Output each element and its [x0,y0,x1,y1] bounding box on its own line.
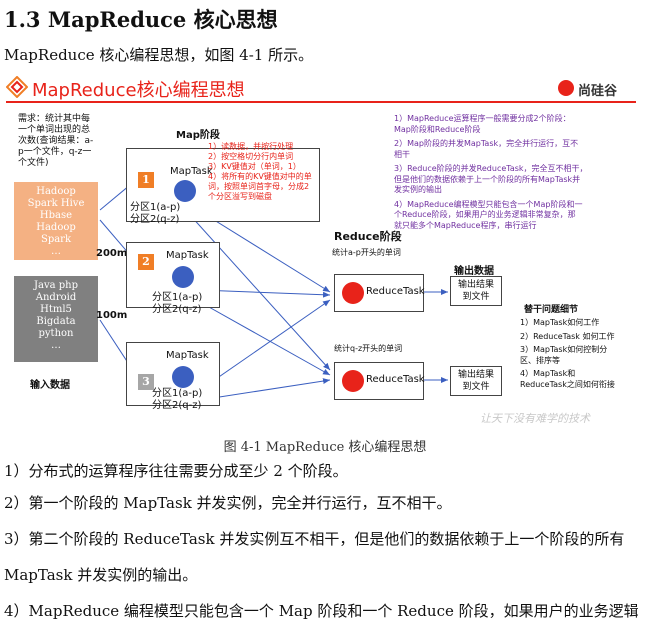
reducetask-label-1: ReduceTask [366,286,425,297]
reduce-stage-label: Reduce阶段 [334,230,402,243]
banner-underline [6,101,636,103]
section-title: 1.3 MapReduce 核心思想 [4,7,278,32]
input-label: 输入数据 [30,380,70,391]
reducetask-label-2: ReduceTask [366,374,425,385]
maptask-circle-3 [172,366,194,388]
output-box-2: 输出结果 到文件 [450,366,502,396]
paragraph-3: 3）第二个阶段的 ReduceTask 并发实例互不相干，但是他们的数据依赖于上… [4,530,625,548]
banner-title: MapReduce核心编程思想 [32,80,245,101]
map-number-2: 2 [138,254,154,270]
maptask-label-1: MapTask [170,166,213,177]
map-steps: 1）读数据，并按行处理 2）按空格切分行内单词 3）KV键值对（单词，1） 4）… [208,142,312,201]
split-size-2: 200m [96,248,128,259]
output-label: 输出数据 [454,266,494,277]
requirement-text: 需求：统计其中每 一个单词出现的总 次数(查询结果：a- p一个文件，q-z一 … [18,114,94,168]
output-box-1: 输出结果 到文件 [450,276,502,306]
paragraph-2: 2）第一个阶段的 MapTask 并发实例，完全并行运行，互不相干。 [4,494,452,512]
watermark: 让天下没有难学的技术 [480,412,590,425]
details-title: 替干问题细节 [524,305,579,315]
intro-text: MapReduce 核心编程思想，如图 4-1 所示。 [4,46,314,64]
logo-text: 尚硅谷 [578,84,618,99]
map-number-3: 3 [138,374,154,390]
partition-a-p-3: 分区1(a-p) [152,388,203,399]
maptask-label-3: MapTask [166,350,209,361]
split-size-4: 100m [96,310,128,321]
partition-q-z-3: 分区2(q-z) [152,400,202,411]
maptask-circle-2 [172,266,194,288]
reducetask-circle-2 [342,370,364,392]
maptask-circle-1 [174,180,196,202]
partition-a-p-1: 分区1(a-p) [130,202,181,213]
input-file-1: Hadoop Spark Hive Hbase Hadoop Spark … [14,182,98,260]
banner-icon [5,75,29,99]
paragraph-1: 1）分布式的运算程序往往需要分成至少 2 个阶段。 [4,462,348,480]
details-list: 1）MapTask如何工作 2）ReduceTask 如何工作 3）MapTas… [520,318,615,389]
logo-icon [558,80,574,96]
paragraph-3-cont: MapTask 并发实例的输出。 [4,566,198,584]
map-box-1 [126,148,320,222]
partition-q-z-2: 分区2(q-z) [152,304,202,315]
mapreduce-figure: MapReduce核心编程思想 尚硅谷 需求：统计其中每 [0,70,650,430]
partition-q-z-1: 分区2(q-z) [130,214,180,225]
reduce-note-q-z: 统计q-z开头的单词 [334,344,403,353]
paragraph-4: 4）MapReduce 编程模型只能包含一个 Map 阶段和一个 Reduce … [4,602,639,620]
input-file-2: Java php Android Html5 Bigdata python … [14,276,98,362]
partition-a-p-2: 分区1(a-p) [152,292,203,303]
reducetask-circle-1 [342,282,364,304]
map-number-1: 1 [138,172,154,188]
maptask-label-2: MapTask [166,250,209,261]
stage-notes: 1）MapReduce运算程序一般需要分成2个阶段： Map阶段和Reduce阶… [394,114,588,230]
figure-caption: 图 4-1 MapReduce 核心编程思想 [223,440,427,455]
reduce-note-a-p: 统计a-p开头的单词 [332,248,401,257]
map-stage-label: Map阶段 [176,130,220,141]
